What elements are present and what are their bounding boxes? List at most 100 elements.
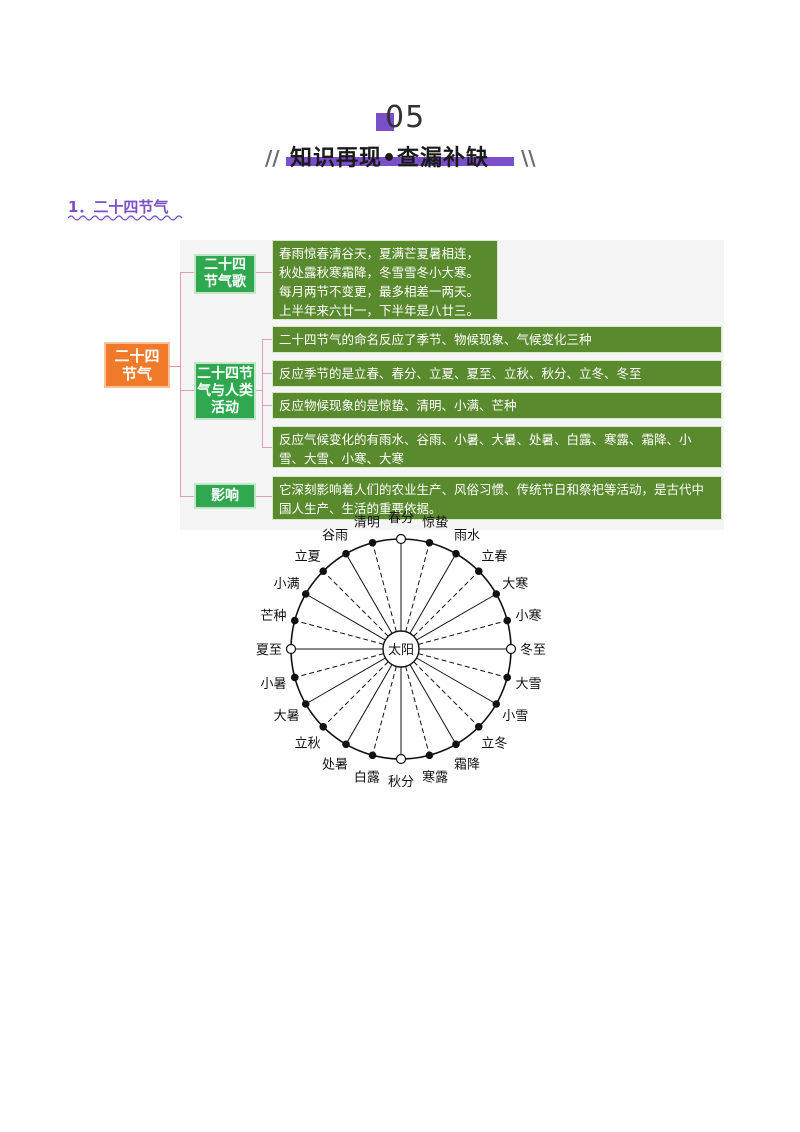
activity-item: 二十四节气的命名反应了季节、物候现象、气候变化三种 — [272, 326, 722, 353]
wavy-underline — [68, 215, 183, 221]
term-point — [368, 538, 377, 547]
spoke-dashed — [294, 653, 384, 678]
term-label: 处暑 — [322, 757, 348, 772]
activity-item: 反应季节的是立春、春分、立夏、夏至、立秋、秋分、立冬、冬至 — [272, 360, 722, 387]
activity-item: 反应物候现象的是惊蛰、清明、小满、芒种 — [272, 392, 722, 419]
spoke-dashed — [413, 661, 480, 728]
term-point — [425, 538, 434, 547]
connector — [170, 366, 180, 367]
term-point — [425, 751, 434, 760]
section-marker — [376, 113, 394, 131]
term-point — [368, 751, 377, 760]
hollow-point — [395, 753, 407, 765]
sun-label: 太阳 — [388, 643, 414, 658]
term-label: 冬至 — [520, 642, 546, 658]
branch-song: 二十四节气歌 — [194, 254, 256, 294]
decor-slash-right: \\ — [521, 146, 536, 170]
term-point — [452, 740, 460, 749]
term-label: 小暑 — [260, 677, 286, 692]
spoke-dashed — [418, 653, 508, 678]
term-label: 芒种 — [260, 608, 286, 624]
term-label: 大雪 — [515, 677, 541, 692]
spoke-solid — [345, 553, 393, 634]
hollow-point — [505, 643, 517, 655]
spoke-dashed — [322, 570, 389, 637]
term-label: 春分 — [388, 511, 414, 526]
connector — [256, 390, 262, 391]
connector — [262, 339, 272, 340]
spoke-dashed — [322, 661, 389, 728]
connector — [180, 272, 181, 496]
sun-circle — [382, 630, 420, 668]
influence-text: 它深刻影响着人们的农业生产、风俗习惯、传统节日和祭祀等活动，是古代中国人生产、生… — [272, 476, 722, 520]
solar-terms-diagram: 春分惊蛰雨水立春大寒小寒冬至大雪小雪立冬霜降寒露秋分白露处暑立秋大暑小暑夏至芒种… — [256, 511, 546, 790]
spoke-solid — [305, 593, 386, 641]
spoke-dashed — [372, 542, 397, 632]
connector — [256, 272, 272, 273]
connector — [180, 272, 194, 273]
branch-activities: 二十四节气与人类活动 — [194, 362, 256, 420]
term-point — [319, 567, 328, 576]
term-label: 白露 — [354, 770, 380, 786]
branch-influence: 影响 — [194, 483, 256, 509]
spoke-solid — [416, 657, 497, 705]
spoke-solid — [409, 553, 457, 634]
title-underline — [286, 157, 514, 166]
term-point — [301, 590, 310, 598]
connector — [256, 496, 272, 497]
spoke-solid — [409, 664, 457, 745]
connector — [180, 390, 194, 391]
term-label: 雨水 — [454, 529, 480, 544]
activity-item: 反应气候变化的有雨水、谷雨、小暑、大暑、处暑、白露、寒露、霜降、小雪、大雪、小寒… — [272, 426, 722, 468]
hollow-point — [285, 643, 297, 655]
term-point — [503, 673, 512, 682]
decor-slash-left: // — [265, 146, 280, 170]
song-text: 春雨惊春清谷天，夏满芒夏暑相连，秋处露秋寒霜降，冬雪雪冬小大寒。每月两节不变更，… — [272, 240, 498, 320]
term-point — [342, 740, 350, 749]
term-point — [492, 590, 501, 598]
term-point — [290, 673, 299, 682]
term-point — [492, 700, 501, 708]
connector — [262, 447, 272, 448]
term-point — [474, 722, 483, 731]
spoke-dashed — [294, 620, 384, 645]
term-label: 谷雨 — [322, 529, 348, 544]
connector — [262, 373, 272, 374]
term-label: 惊蛰 — [422, 515, 448, 530]
term-label: 秋分 — [388, 775, 414, 790]
term-label: 小满 — [274, 577, 300, 592]
term-label: 大暑 — [274, 709, 300, 724]
spoke-dashed — [413, 570, 480, 637]
term-point — [290, 616, 299, 625]
subsection-title: 1．二十四节气 — [68, 198, 169, 216]
term-point — [319, 722, 328, 731]
spoke-solid — [416, 593, 497, 641]
spoke-dashed — [405, 666, 430, 756]
term-point — [452, 549, 460, 558]
spoke-dashed — [405, 542, 430, 632]
term-point — [342, 549, 350, 558]
spoke-dashed — [372, 666, 397, 756]
term-label: 立春 — [481, 550, 507, 565]
section-number: 05 — [385, 100, 426, 135]
spoke-solid — [345, 664, 393, 745]
section-title: 知识再现•查漏补缺 — [290, 146, 490, 171]
term-label: 小雪 — [502, 709, 528, 724]
connector — [262, 405, 272, 406]
term-point — [503, 616, 512, 625]
term-label: 霜降 — [454, 757, 480, 772]
term-label: 小寒 — [515, 608, 541, 624]
spoke-solid — [305, 657, 386, 705]
term-label: 立夏 — [295, 550, 321, 565]
term-point — [474, 567, 483, 576]
term-label: 立冬 — [481, 735, 507, 751]
hollow-point — [395, 533, 407, 545]
term-label: 夏至 — [256, 643, 282, 658]
term-label: 寒露 — [422, 770, 448, 786]
term-label: 大寒 — [502, 576, 528, 592]
term-point — [301, 700, 310, 708]
connector — [180, 496, 194, 497]
root-node: 二十四节气 — [104, 342, 170, 388]
connector — [262, 339, 263, 448]
term-label: 清明 — [354, 515, 380, 530]
